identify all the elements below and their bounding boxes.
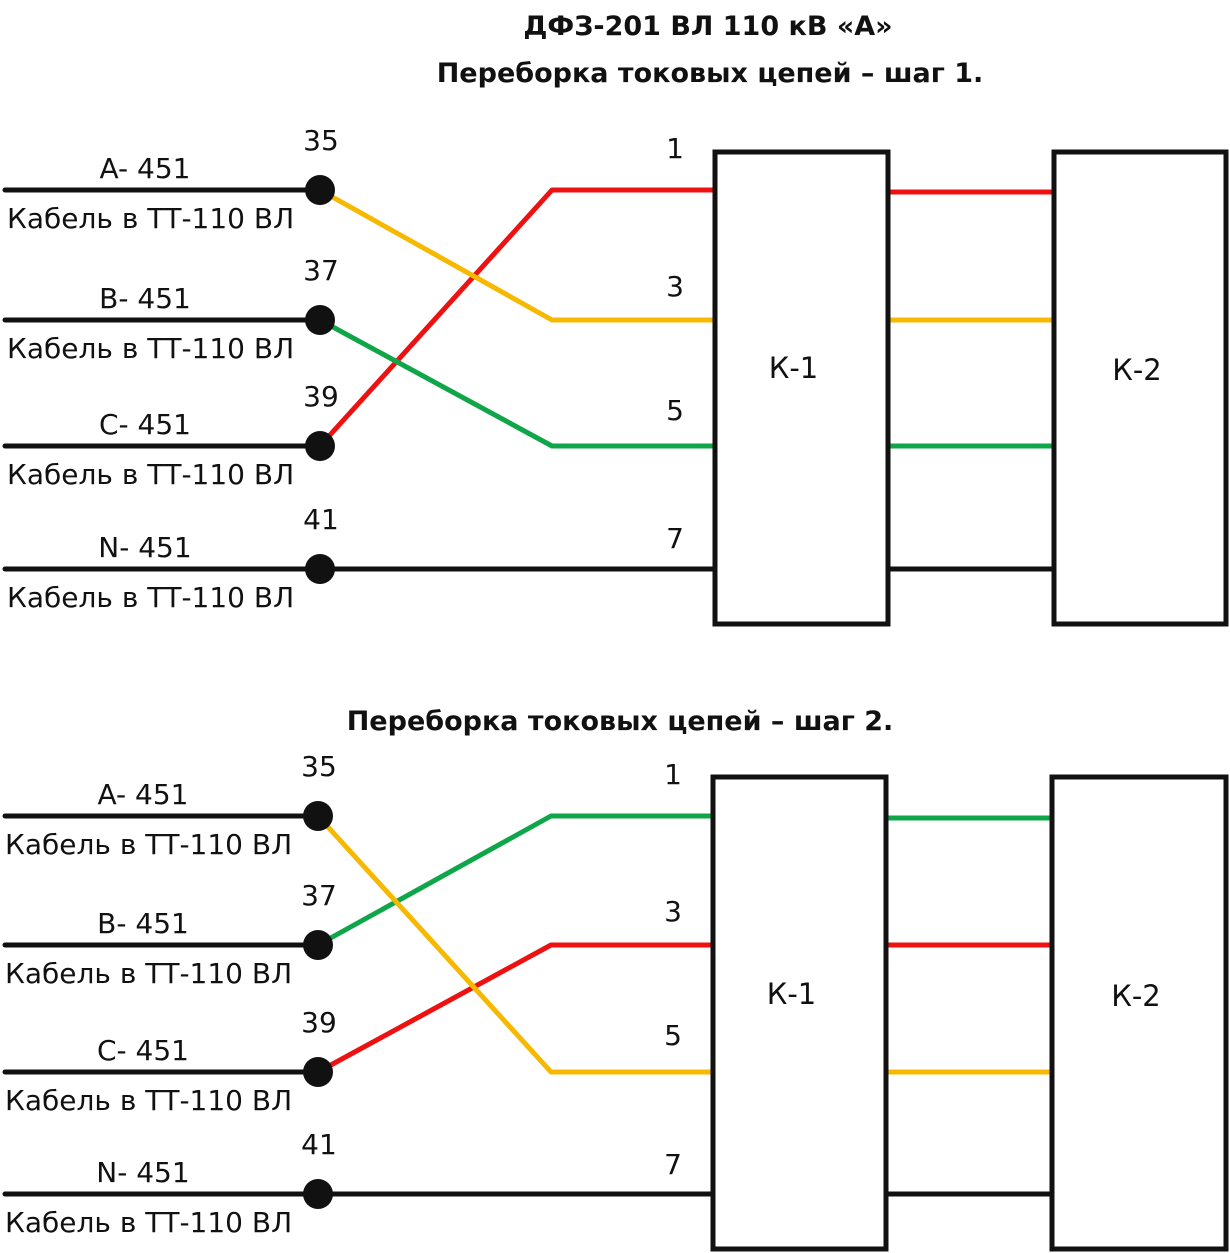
terminal-dot bbox=[303, 1057, 333, 1087]
pin-number: 3 bbox=[666, 270, 684, 303]
pin-number: 7 bbox=[666, 522, 684, 555]
diagram-title: ДФЗ-201 ВЛ 110 кВ «А» bbox=[523, 11, 892, 42]
terminal-dot bbox=[303, 930, 333, 960]
phase-label: B- 451 bbox=[97, 907, 189, 940]
step-title: Переборка токовых цепей – шаг 2. bbox=[347, 706, 894, 737]
terminal-dot bbox=[305, 431, 335, 461]
block-k1 bbox=[712, 149, 891, 627]
terminal-number: 35 bbox=[301, 750, 337, 783]
step-1-diagram: Переборка токовых цепей – шаг 1. A- 451Ка… bbox=[2, 58, 1229, 627]
phase-label: A- 451 bbox=[100, 152, 191, 185]
block-k1-label: К-1 bbox=[769, 351, 819, 385]
terminal-number: 37 bbox=[303, 254, 339, 287]
terminal-number: 35 bbox=[303, 124, 339, 157]
terminal-dot bbox=[305, 175, 335, 205]
jumper-wire bbox=[317, 317, 718, 449]
terminal-dot bbox=[305, 305, 335, 335]
cable-label: Кабель в ТТ-110 ВЛ bbox=[5, 828, 292, 861]
terminal-number: 37 bbox=[301, 879, 337, 912]
cable-label: Кабель в ТТ-110 ВЛ bbox=[5, 957, 292, 990]
block-k2 bbox=[1049, 774, 1229, 1252]
pin-number: 7 bbox=[664, 1148, 682, 1181]
cable-label: Кабель в ТТ-110 ВЛ bbox=[5, 1206, 292, 1239]
phase-label: N- 451 bbox=[98, 531, 191, 564]
step-title: Переборка токовых цепей – шаг 1. bbox=[437, 58, 984, 89]
terminal-number: 41 bbox=[303, 503, 339, 536]
jumper-wire bbox=[315, 942, 716, 1075]
block-k2-label: К-2 bbox=[1112, 353, 1162, 387]
phase-label: N- 451 bbox=[96, 1156, 189, 1189]
cable-label: Кабель в ТТ-110 ВЛ bbox=[7, 202, 294, 235]
jumper-wire bbox=[315, 813, 716, 1075]
block-k1 bbox=[710, 774, 889, 1252]
terminal-dot bbox=[303, 801, 333, 831]
step-2-diagram: Переборка токовых цепей – шаг 2. A- 451Ка… bbox=[2, 706, 1229, 1252]
cable-label: Кабель в ТТ-110 ВЛ bbox=[5, 1084, 292, 1117]
pin-number: 1 bbox=[666, 132, 684, 165]
pin-number: 5 bbox=[666, 394, 684, 427]
phase-label: A- 451 bbox=[98, 778, 189, 811]
cable-label: Кабель в ТТ-110 ВЛ bbox=[7, 581, 294, 614]
phase-label: C- 451 bbox=[97, 1034, 189, 1067]
pin-number: 5 bbox=[664, 1019, 682, 1052]
block-k2-label: К-2 bbox=[1111, 979, 1161, 1013]
pin-number: 1 bbox=[664, 758, 682, 791]
phase-label: C- 451 bbox=[99, 408, 191, 441]
block-k1-label: К-1 bbox=[767, 977, 817, 1011]
terminal-number: 39 bbox=[301, 1006, 337, 1039]
terminal-number: 41 bbox=[301, 1128, 337, 1161]
cable-label: Кабель в ТТ-110 ВЛ bbox=[7, 458, 294, 491]
jumper-wire bbox=[317, 187, 718, 323]
block-k2 bbox=[1051, 149, 1229, 627]
cable-label: Кабель в ТТ-110 ВЛ bbox=[7, 332, 294, 365]
terminal-dot bbox=[305, 554, 335, 584]
pin-number: 3 bbox=[664, 895, 682, 928]
terminal-number: 39 bbox=[303, 380, 339, 413]
terminal-dot bbox=[303, 1179, 333, 1209]
phase-label: B- 451 bbox=[99, 282, 191, 315]
